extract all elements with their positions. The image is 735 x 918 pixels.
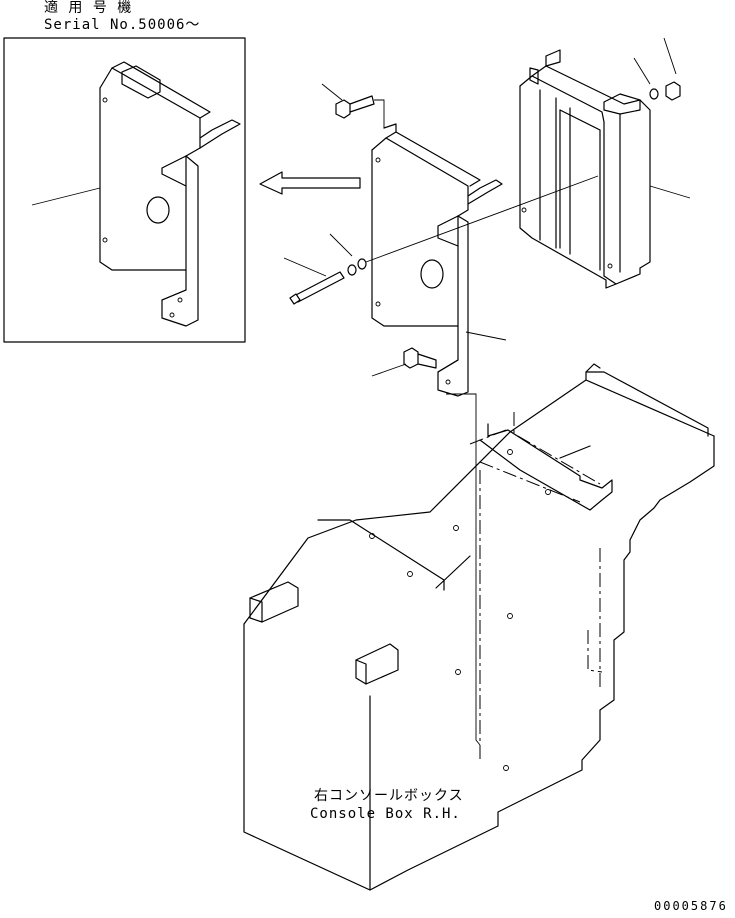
drawing-number: 00005876 xyxy=(654,899,728,913)
top-bolt-part xyxy=(321,83,385,128)
applicability-label: 適 用 号 機 xyxy=(44,0,133,16)
right-console-box-part xyxy=(243,363,715,891)
console-label-japanese: 右コンソールボックス xyxy=(314,788,464,804)
serial-number-range: Serial No.50006～ xyxy=(44,17,201,33)
variant-arrow xyxy=(259,171,361,195)
long-bolt-part xyxy=(283,175,599,305)
main-bracket-part xyxy=(371,123,507,397)
inset-bracket-part xyxy=(31,61,241,327)
console-label-english: Console Box R.H. xyxy=(310,806,461,822)
controller-unit-part xyxy=(519,49,691,289)
lower-bolt-part xyxy=(371,347,481,746)
inset-frame xyxy=(3,37,246,343)
nut-washer-part xyxy=(633,37,681,101)
